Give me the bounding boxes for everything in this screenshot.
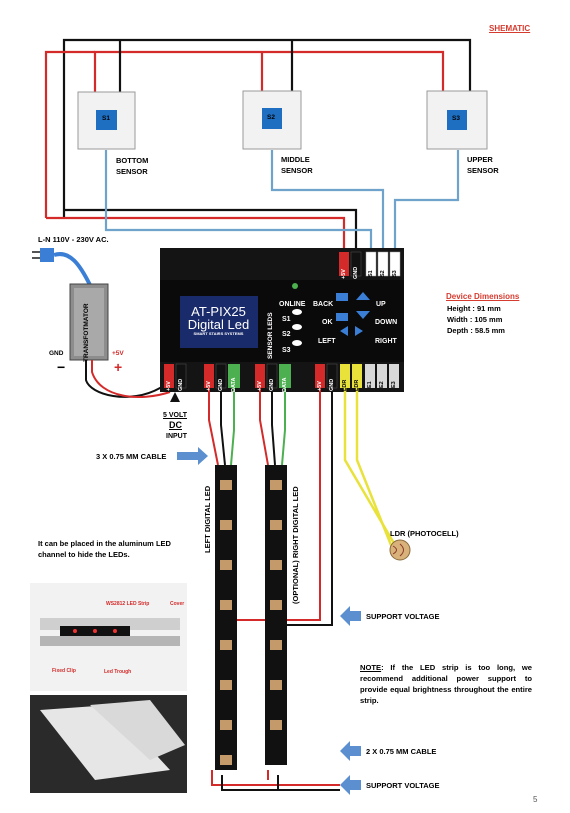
photo-label-strip: WS2812 LED Strip [106,601,150,607]
device-screen-line2: Digital Led [187,317,250,332]
svg-text:−: − [57,359,65,375]
upper-sensor-label-line1: UPPER [467,155,493,164]
down-button-label: DOWN [375,319,398,326]
sensor-led-s3: S3 [282,347,291,354]
channel-text: It can be placed in the aluminum LED cha… [38,539,171,559]
top-connectors [339,251,401,277]
note-prefix: NOTE [360,663,382,672]
sensor-s1-id: S1 [102,115,110,122]
bottom-pin-6: +5V [257,380,263,391]
led-wires [208,388,397,791]
back-button-label: BACK [313,301,334,308]
right-button-label: RIGHT [375,338,397,345]
gnd-label: GND [49,350,64,357]
bottom-pin-3: +5V [206,380,212,391]
up-button-label: UP [376,301,386,308]
sensor-s3 [426,90,488,150]
input-label-5volt: 5 VOLT [163,412,187,419]
middle-sensor-label-line1: MIDDLE [281,155,310,164]
sensor-s3-id: S3 [452,115,460,122]
ok-button-label: OK [322,319,333,326]
dimension-height: Height : 91 mm [447,304,501,313]
sensor-led-s1: S1 [282,316,291,323]
top-pin-s3: S3 [392,269,398,277]
plus5v-label: +5V [112,350,124,357]
middle-sensor-label: MIDDLE SENSOR [281,154,313,176]
top-pin-gnd: GND [353,266,359,279]
bottom-pin-11: LDR [342,379,348,391]
input-label-dc: DC [169,420,182,430]
bottom-pin-5: DATA [231,377,237,392]
page-title: SHEMATIC [489,24,531,33]
bottom-pin-15: E3 [391,380,397,388]
photo-label-clip: Fixed Clip [52,668,76,674]
bottom-sensor-label-line1: BOTTOM [116,156,149,165]
controller-device [160,248,404,392]
bottom-sensor-label: BOTTOM SENSOR [116,155,148,177]
device-screen: AT-PIX25 Digital Led SMART STAIRS SYSTEM… [181,297,256,347]
transformer-label: TRANSFOTMATOR [83,302,90,362]
sensor-led-s2: S2 [282,331,291,338]
aluminum-channel-photo [30,695,187,793]
device-screen-line3: SMART STAIRS SYSTEMS [193,331,244,336]
sensor-wires [44,38,472,253]
photo-label-cover: Cover [170,601,185,607]
arrow-icons [177,447,361,795]
bottom-pin-8: DATA [282,377,288,392]
page-number: 5 [533,795,538,804]
sensor-leds-label: SENSOR LEDS [267,311,274,359]
power-plug-icon [32,248,92,286]
dimension-width: Width : 105 mm [447,315,503,324]
right-led-strip [265,465,287,765]
bottom-pin-12: LDR [354,379,360,391]
bottom-connectors [164,363,399,389]
upper-sensor-label: UPPER SENSOR [467,154,499,176]
right-led-label: (OPTIONAL) RIGHT DIGITAL LED [291,485,300,604]
left-led-strip [215,465,237,770]
online-label: ONLINE [279,301,306,308]
support-voltage-label-1: SUPPORT VOLTAGE [366,612,440,621]
input-arrow-icon [170,392,180,402]
dimension-depth: Depth : 58.5 mm [447,326,505,335]
cable-label-top: 3 X 0.75 MM CABLE [96,452,167,461]
bottom-pin-1: +5V [166,380,172,391]
top-pin-5v: +5V [341,268,347,279]
bottom-sensor-label-line2: SENSOR [116,167,148,176]
middle-sensor-label-line2: SENSOR [281,166,313,175]
photo-label-trough: Led Trough [104,669,132,675]
dimensions-title: Device Dimensions [446,292,520,301]
bottom-pin-4: GND [218,378,224,391]
upper-sensor-label-line2: SENSOR [467,166,499,175]
bottom-pin-14: E2 [379,380,385,388]
sensor-s1 [77,91,136,150]
note-body: : If the LED strip is too long, we recom… [360,663,532,705]
sensor-s2-id: S2 [267,114,275,121]
note-text: NOTE: If the LED strip is too long, we r… [360,662,532,706]
bottom-pin-2: GND [178,378,184,391]
device-screen-line1: AT-PIX25 [191,304,246,319]
led-channel-photo [30,583,187,691]
top-pin-s1: S1 [368,269,374,277]
ldr-photocell-icon [389,539,411,561]
top-pin-s2: S2 [380,269,386,277]
left-led-label: LEFT DIGITAL LED [203,485,212,553]
input-label-input: INPUT [166,433,187,440]
bottom-pin-10: GND [329,378,335,391]
left-button-label: LEFT [318,338,336,345]
sensor-s2 [242,90,302,150]
bottom-pin-13: E1 [367,380,373,388]
support-voltage-label-2: SUPPORT VOLTAGE [366,781,440,790]
bottom-pin-9: +5V [317,380,323,391]
bottom-pin-7: GND [269,378,275,391]
transformer [69,283,171,399]
svg-text:+: + [114,359,122,375]
mains-label: L-N 110V - 230V AC. [38,235,109,244]
cable-label-bottom: 2 X 0.75 MM CABLE [366,747,437,756]
ldr-label: LDR (PHOTOCELL) [390,529,459,538]
